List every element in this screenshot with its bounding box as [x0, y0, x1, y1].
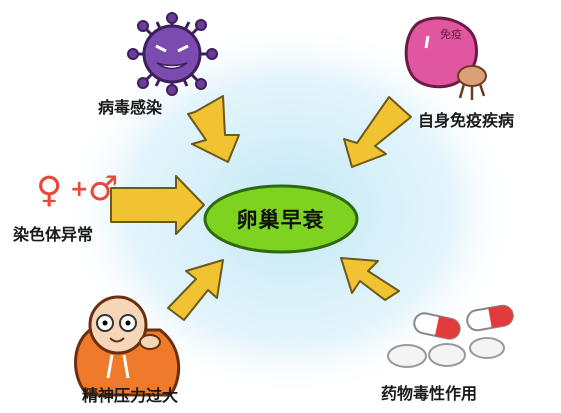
- center-node: [203, 184, 359, 254]
- virus-icon: [127, 12, 218, 96]
- arrow-drugs: [340, 257, 400, 301]
- gender-symbols-icon: ♀ + ♂: [36, 169, 118, 211]
- arrow-immune: [343, 96, 412, 168]
- plus-symbol: +: [70, 177, 88, 202]
- female-symbol: ♀: [36, 170, 62, 211]
- male-symbol: ♂: [88, 169, 118, 209]
- arrow-stress: [167, 259, 224, 321]
- center-label: 卵巢早衰: [236, 208, 325, 232]
- arrow-chromosome: [110, 175, 205, 235]
- cause-label-stress: 精神压力过大: [82, 386, 179, 405]
- cause-label-immune: 自身免疫疾病: [418, 111, 515, 130]
- cause-label-drugs: 药物毒性作用: [381, 384, 478, 403]
- immune-monster-icon: 免疫: [404, 16, 487, 100]
- cause-label-virus: 病毒感染: [98, 98, 163, 117]
- cause-label-chromosome: 染色体异常: [13, 225, 94, 244]
- immune-label: 免疫: [440, 27, 462, 41]
- stressed-person-icon: [74, 295, 181, 397]
- arrow-virus: [187, 95, 240, 163]
- pills-icon: [387, 304, 514, 368]
